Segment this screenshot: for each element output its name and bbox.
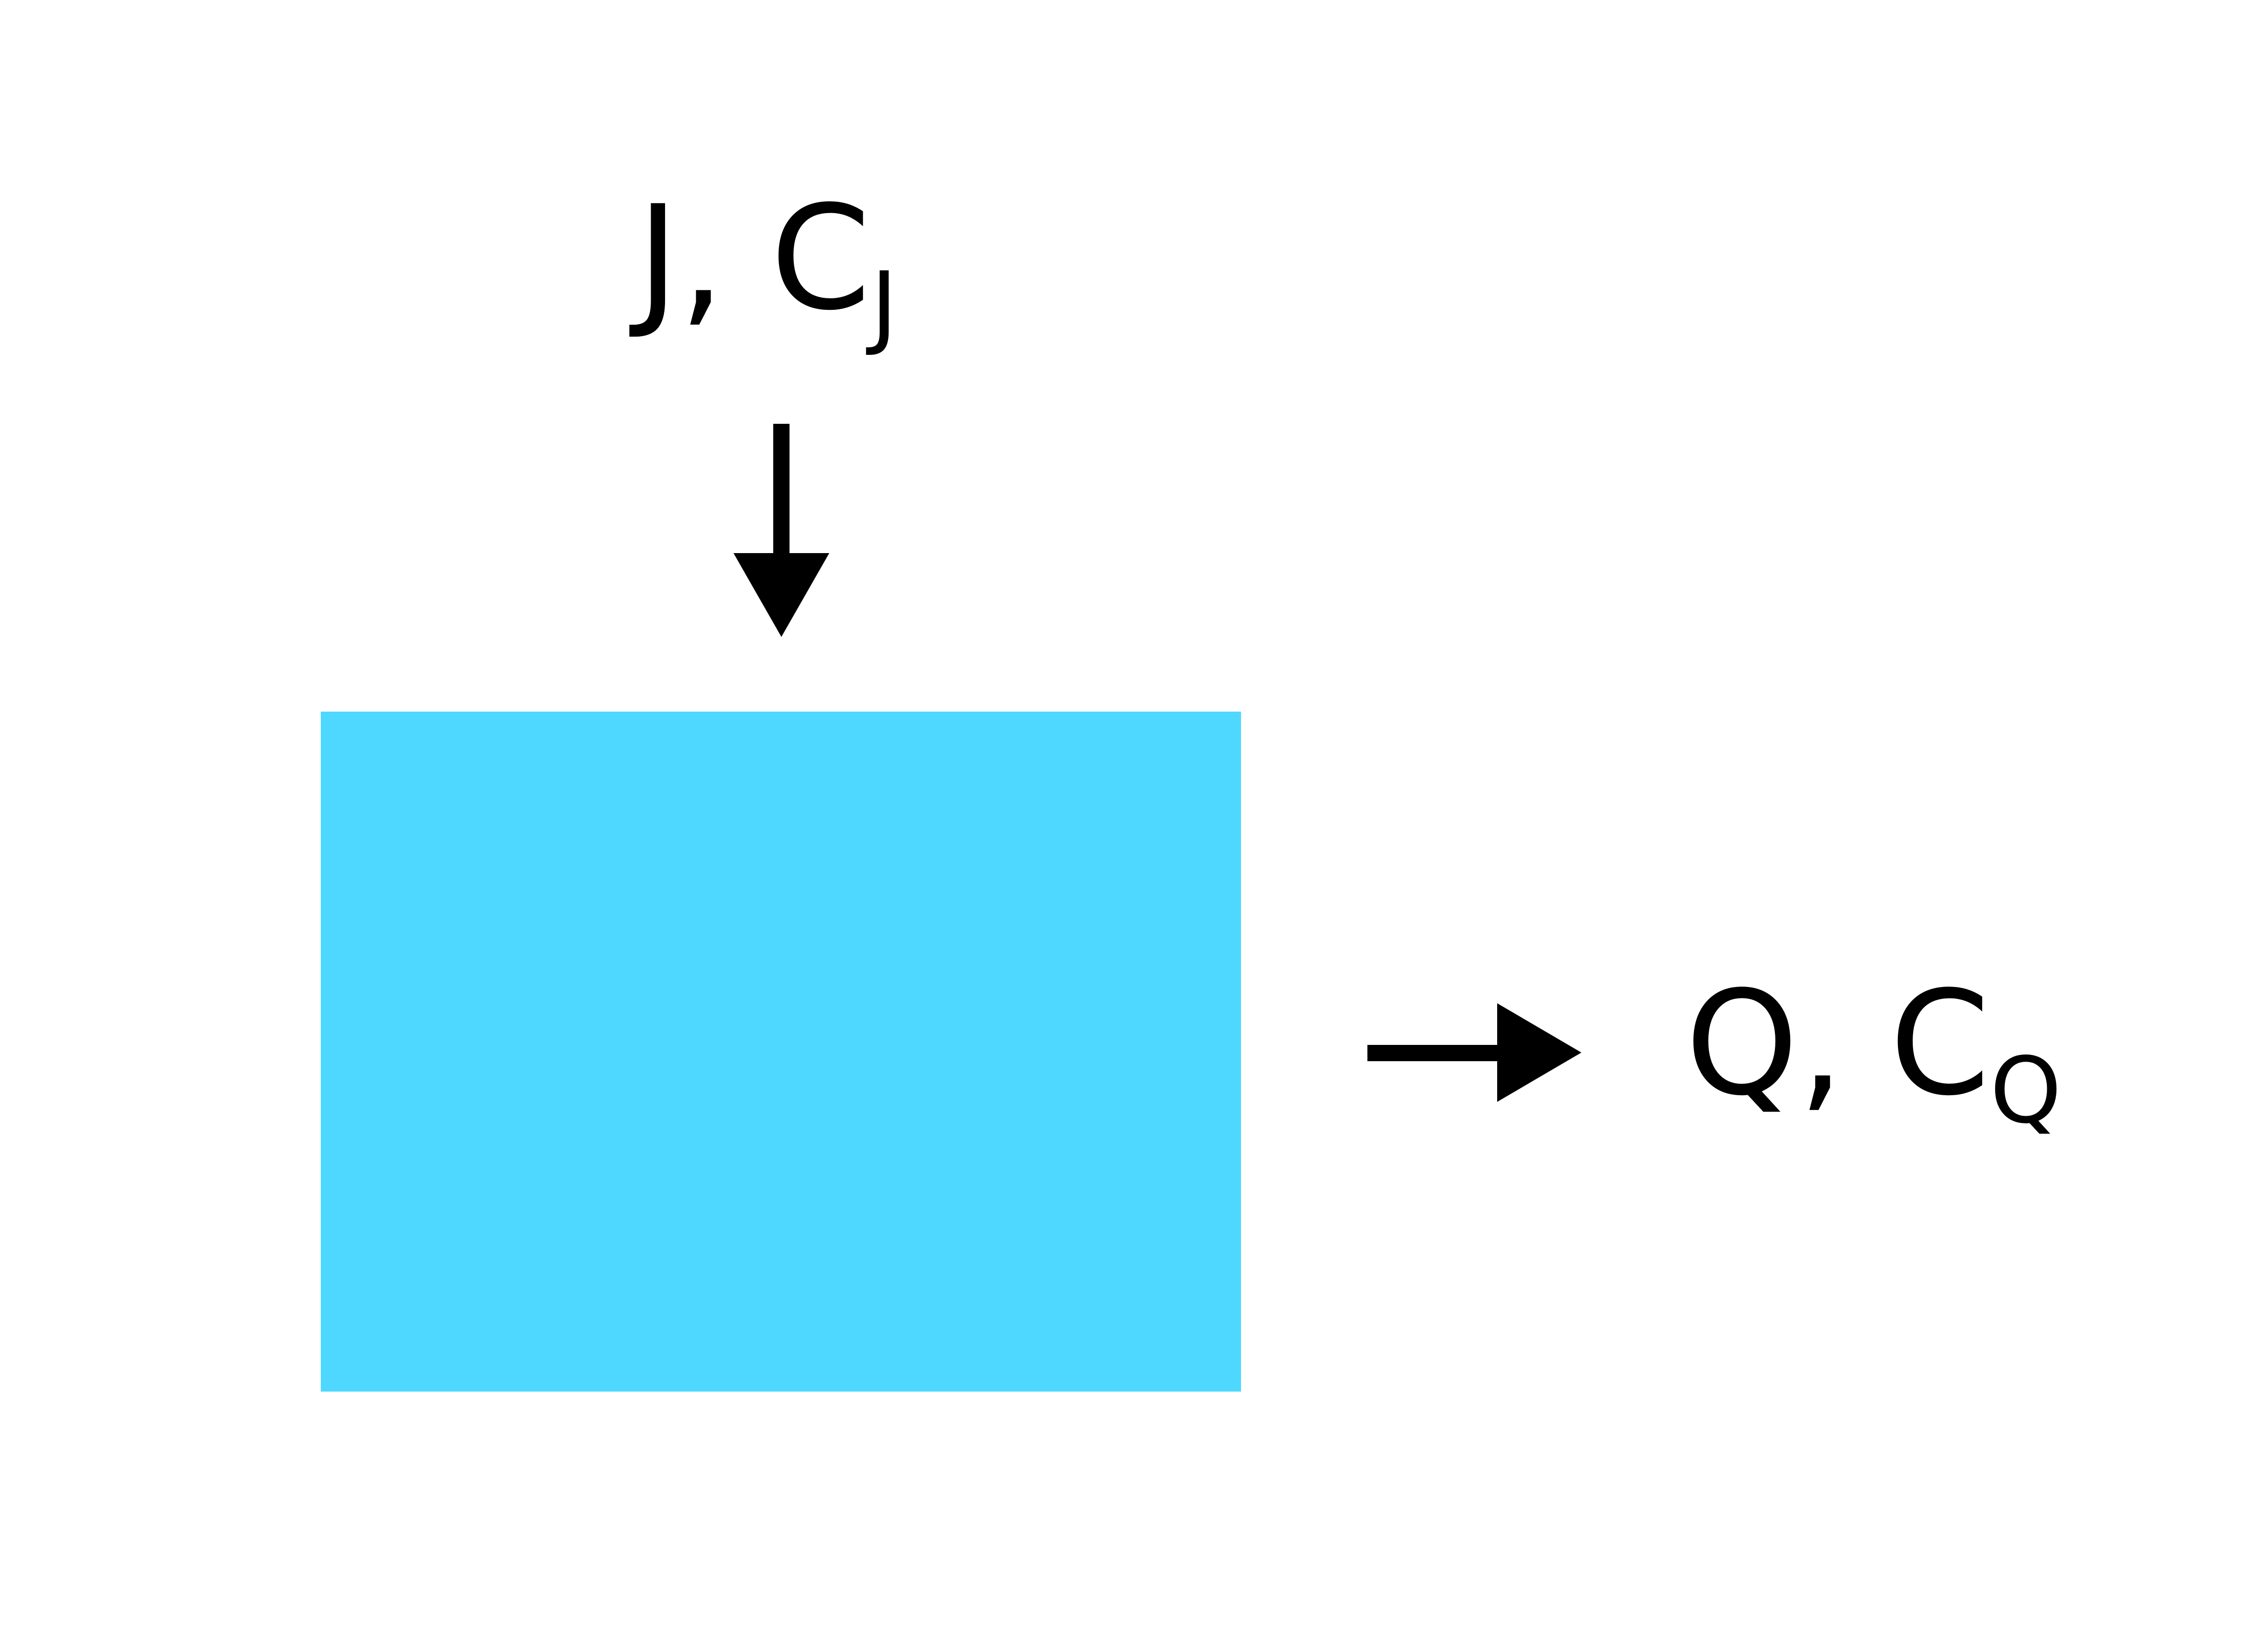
down-arrow-icon	[733, 424, 829, 637]
control-volume-box	[321, 712, 1241, 1392]
output-flow-text: Q, C	[1685, 960, 1990, 1127]
input-flux-label: J, CJ	[637, 187, 898, 351]
output-flow-label: Q, CQ	[1685, 972, 2062, 1136]
output-flow-subscript: Q	[1990, 1038, 2062, 1144]
input-flux-subscript: J	[870, 252, 898, 358]
input-flux-text: J, C	[637, 175, 871, 342]
right-arrow-icon	[1367, 1003, 1581, 1102]
